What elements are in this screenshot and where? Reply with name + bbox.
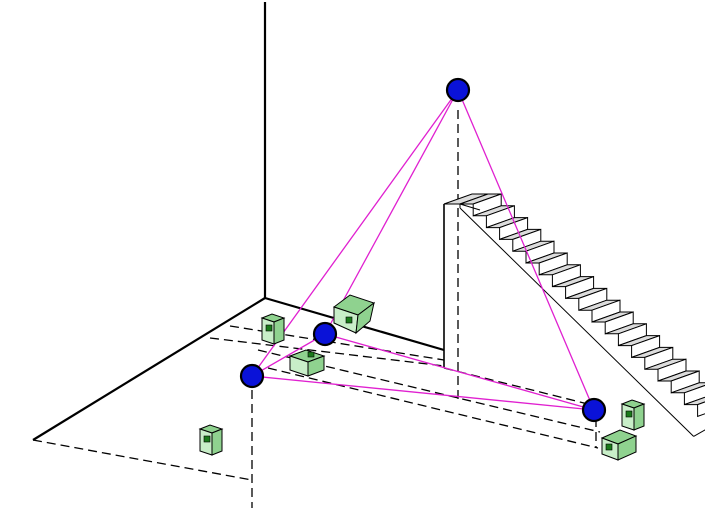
stair-edge — [444, 203, 461, 208]
device-box — [332, 294, 376, 335]
nodes — [239, 77, 607, 423]
center-floor-node — [312, 321, 338, 347]
floor-projection-lines — [32, 110, 601, 508]
device-box — [600, 429, 638, 461]
stair-edge — [459, 203, 481, 211]
stair-tread — [671, 382, 705, 394]
device-box — [620, 399, 646, 431]
device-box — [288, 349, 326, 377]
stair-stringer — [459, 207, 694, 437]
node-links — [251, 89, 595, 411]
link-line — [324, 333, 595, 411]
stair-tread — [684, 396, 705, 406]
link-line — [324, 89, 459, 335]
link-line — [251, 375, 595, 411]
devices — [198, 294, 646, 461]
stair-base — [693, 429, 705, 437]
projection-line — [32, 439, 253, 481]
ceiling-node — [445, 77, 471, 103]
device-box — [198, 424, 224, 456]
stair-riser — [697, 401, 705, 418]
device-box — [260, 313, 286, 345]
floor-left-edge — [32, 297, 266, 441]
link-line — [457, 89, 595, 411]
link-line — [251, 89, 459, 377]
projection-line — [443, 367, 597, 407]
left-floor-node — [239, 363, 265, 389]
staircase — [443, 193, 705, 437]
right-floor-node — [581, 397, 607, 423]
projection-line — [267, 367, 599, 449]
link-line — [251, 333, 326, 377]
room-walls — [32, 2, 445, 441]
projection-line — [209, 337, 445, 367]
stair-riser — [683, 384, 705, 406]
